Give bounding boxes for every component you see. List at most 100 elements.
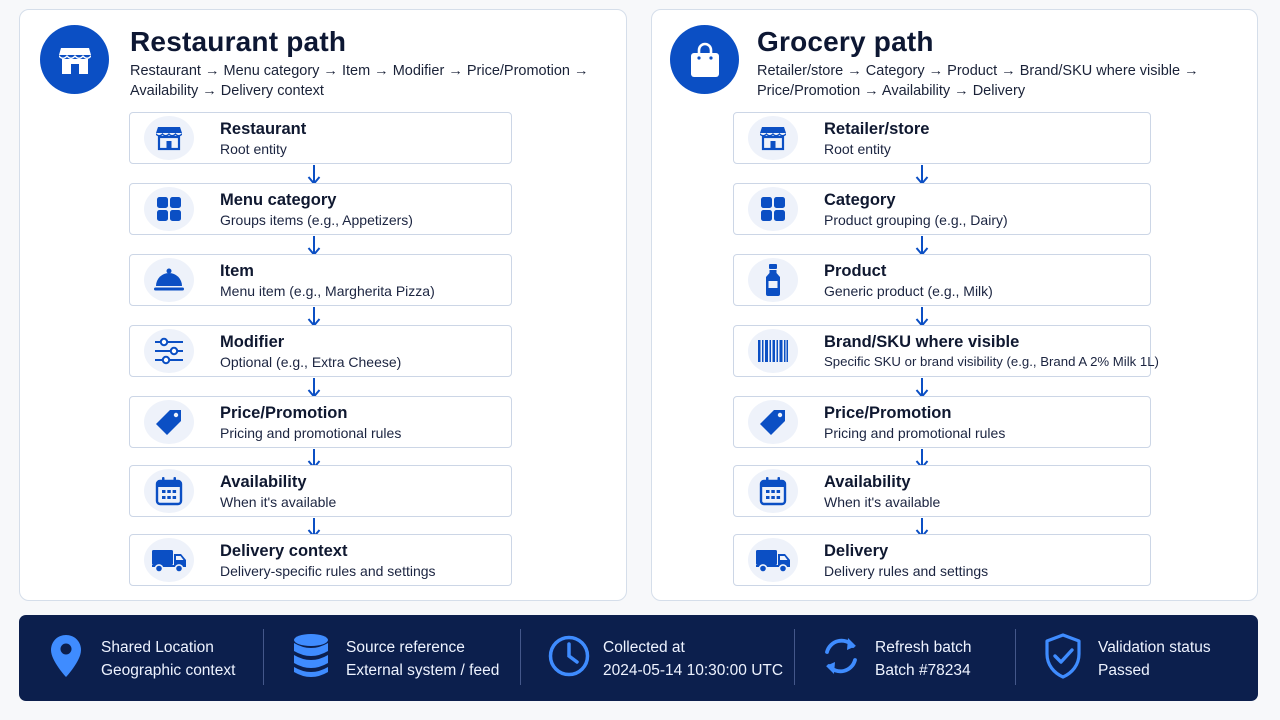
grocery-subtitle-line-1: Retailer/store → Category → Product → Br… (757, 63, 1199, 79)
down-arrow-icon (307, 378, 321, 398)
footer-text: Shared Location Geographic context (101, 636, 235, 682)
location-pin-icon (41, 631, 91, 681)
footer-label: Source reference (346, 639, 465, 656)
restaurant-path-panel: Restaurant path Restaurant → Menu catego… (19, 9, 627, 601)
database-icon (286, 631, 336, 681)
footer-label: Shared Location (101, 639, 214, 656)
footer-label: Collected at (603, 639, 685, 656)
grocery-path-title: Grocery path (757, 26, 934, 57)
restaurant-step-availability: Availability When it's available (129, 465, 512, 517)
restaurant-subtitle-line-1: Restaurant → Menu category → Item → Modi… (130, 63, 589, 79)
down-arrow-icon (915, 165, 929, 185)
step-title: Price/Promotion (220, 404, 348, 422)
storefront-icon (40, 25, 109, 94)
grid-icon (748, 187, 798, 231)
calendar-icon (144, 469, 194, 513)
footer-label: Validation status (1098, 639, 1211, 656)
grocery-step-availability: Availability When it's available (733, 465, 1151, 517)
restaurant-path-title: Restaurant path (130, 26, 347, 57)
price-tag-icon (144, 400, 194, 444)
restaurant-step-restaurant: Restaurant Root entity (129, 112, 512, 164)
restaurant-step-modifier: Modifier Optional (e.g., Extra Cheese) (129, 325, 512, 377)
down-arrow-icon (307, 165, 321, 185)
step-description: When it's available (824, 494, 941, 510)
step-description: Root entity (220, 141, 287, 157)
step-title: Availability (824, 473, 911, 491)
footer-label: Refresh batch (875, 639, 972, 656)
footer-value: Batch #78234 (875, 662, 971, 679)
restaurant-subtitle-line-2: Availability → Delivery context (130, 83, 324, 99)
step-description: Menu item (e.g., Margherita Pizza) (220, 283, 435, 299)
footer-divider (794, 629, 795, 685)
cloche-icon (144, 258, 194, 302)
footer-text: Refresh batch Batch #78234 (875, 636, 972, 682)
restaurant-path-subtitle: Restaurant → Menu category → Item → Modi… (130, 61, 600, 101)
step-title: Price/Promotion (824, 404, 952, 422)
step-title: Retailer/store (824, 120, 930, 138)
grocery-step-product: Product Generic product (e.g., Milk) (733, 254, 1151, 306)
grocery-step-brand-sku: Brand/SKU where visible Specific SKU or … (733, 325, 1159, 377)
step-description: Pricing and promotional rules (220, 425, 402, 441)
footer-text: Collected at 2024-05-14 10:30:00 UTC (603, 636, 783, 682)
grocery-subtitle-line-2: Price/Promotion → Availability → Deliver… (757, 83, 1026, 99)
footer-value: Geographic context (101, 662, 236, 679)
delivery-truck-icon (144, 538, 194, 582)
shopping-bag-icon (670, 25, 739, 94)
step-title: Delivery (824, 542, 889, 560)
grocery-path-panel: Grocery path Retailer/store → Category →… (651, 9, 1258, 601)
sliders-icon (144, 329, 194, 373)
down-arrow-icon (915, 307, 929, 327)
down-arrow-icon (307, 307, 321, 327)
bottle-icon (748, 258, 798, 302)
footer-text: Validation status Passed (1098, 636, 1211, 682)
footer-value: Passed (1098, 662, 1150, 679)
grocery-step-price-promotion: Price/Promotion Pricing and promotional … (733, 396, 1151, 448)
step-description: When it's available (220, 494, 337, 510)
footer-value: External system / feed (346, 662, 500, 679)
footer-text: Source reference External system / feed (346, 636, 499, 682)
step-description: Product grouping (e.g., Dairy) (824, 212, 1008, 228)
calendar-icon (748, 469, 798, 513)
step-title: Product (824, 262, 887, 280)
storefront-icon (748, 116, 798, 160)
metadata-footer-bar: Shared Location Geographic context Sourc… (19, 615, 1258, 701)
price-tag-icon (748, 400, 798, 444)
step-description: Optional (e.g., Extra Cheese) (220, 354, 402, 370)
step-description: Root entity (824, 141, 891, 157)
step-description: Delivery rules and settings (824, 563, 989, 579)
grocery-step-retailer-store: Retailer/store Root entity (733, 112, 1151, 164)
grocery-step-delivery: Delivery Delivery rules and settings (733, 534, 1151, 586)
restaurant-step-price-promotion: Price/Promotion Pricing and promotional … (129, 396, 512, 448)
step-title: Modifier (220, 333, 285, 351)
delivery-truck-icon (748, 538, 798, 582)
footer-divider (520, 629, 521, 685)
grid-icon (144, 187, 194, 231)
step-title: Delivery context (220, 542, 348, 560)
grocery-path-subtitle: Retailer/store → Category → Product → Br… (757, 61, 1227, 101)
step-title: Item (220, 262, 254, 280)
step-description: Pricing and promotional rules (824, 425, 1006, 441)
down-arrow-icon (915, 236, 929, 256)
step-title: Brand/SKU where visible (824, 333, 1020, 351)
barcode-icon (748, 329, 798, 373)
footer-divider (263, 629, 264, 685)
step-description: Generic product (e.g., Milk) (824, 283, 993, 299)
footer-divider (1015, 629, 1016, 685)
restaurant-step-item: Item Menu item (e.g., Margherita Pizza) (129, 254, 512, 306)
grocery-step-category: Category Product grouping (e.g., Dairy) (733, 183, 1151, 235)
restaurant-step-menu-category: Menu category Groups items (e.g., Appeti… (129, 183, 512, 235)
shield-check-icon (1038, 631, 1088, 681)
step-title: Availability (220, 473, 307, 491)
step-description: Specific SKU or brand visibility (e.g., … (824, 354, 1159, 369)
step-title: Menu category (220, 191, 337, 209)
storefront-icon (144, 116, 194, 160)
refresh-icon (816, 631, 866, 681)
clock-icon (544, 631, 594, 681)
step-title: Category (824, 191, 896, 209)
step-description: Groups items (e.g., Appetizers) (220, 212, 413, 228)
step-description: Delivery-specific rules and settings (220, 563, 436, 579)
down-arrow-icon (915, 378, 929, 398)
down-arrow-icon (307, 236, 321, 256)
restaurant-step-delivery-context: Delivery context Delivery-specific rules… (129, 534, 512, 586)
step-title: Restaurant (220, 120, 307, 138)
